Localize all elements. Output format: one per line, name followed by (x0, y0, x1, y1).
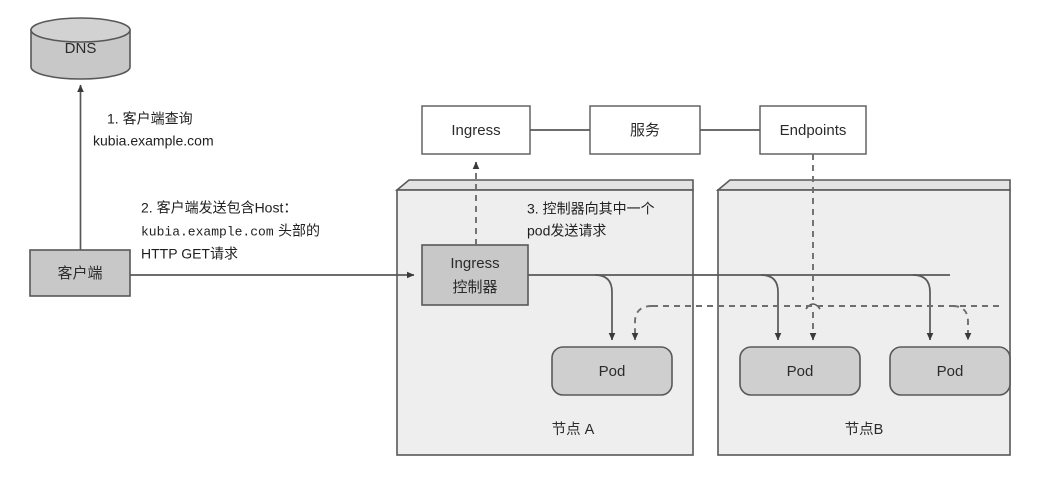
resource-box-ingress: Ingress (421, 105, 531, 155)
pod-label: Pod (937, 363, 964, 380)
annotation-step-3-line-2: pod发送请求 (527, 223, 606, 239)
annotation-step-2-line-3: 头部的 (278, 223, 320, 239)
annotation-step-2-line-2: kubia.example.com (141, 224, 274, 239)
annotation-step-3: 3. 控制器向其中一个 pod发送请求 (527, 201, 655, 239)
pod-label: Pod (599, 363, 626, 380)
arrow-to-pod-node-a (594, 274, 616, 341)
pod-node-b-2: Pod (889, 346, 1011, 396)
resource-label-ingress: Ingress (451, 122, 500, 139)
client-label: 客户端 (57, 265, 102, 282)
annotation-step-1-line-1: 1. 客户端查询 (107, 111, 193, 127)
dns-label: DNS (65, 40, 97, 57)
resource-label-service: 服务 (630, 122, 660, 139)
resource-label-endpoints: Endpoints (780, 122, 847, 139)
ingress-controller-box: Ingress 控制器 (421, 244, 529, 306)
annotation-step-2: 2. 客户端发送包含Host： kubia.example.com 头部的 HT… (141, 200, 320, 262)
node-a-label: 节点 A (552, 421, 595, 438)
node-b-label: 节点B (845, 421, 884, 438)
pod-label: Pod (787, 363, 814, 380)
arrow-to-pod-node-b-1 (760, 274, 782, 341)
annotation-step-3-line-1: 3. 控制器向其中一个 (527, 201, 655, 217)
resource-box-service: 服务 (589, 105, 701, 155)
dashed-arrow-to-pod-node-b-2 (952, 305, 972, 341)
annotation-step-1: 1. 客户端查询 kubia.example.com (93, 111, 214, 149)
node-a-container: 节点 A (394, 179, 694, 456)
annotation-step-2-line-4: HTTP GET请求 (141, 246, 238, 262)
dns-cylinder: DNS (30, 17, 131, 80)
annotation-step-1-line-2: kubia.example.com (93, 133, 214, 149)
arrow-to-pod-node-b-2 (912, 274, 934, 341)
pod-node-b-1: Pod (739, 346, 861, 396)
resource-box-endpoints: Endpoints (759, 105, 867, 155)
node-b-container: 节点B (715, 179, 1011, 456)
annotation-step-2-line-1: 2. 客户端发送包含Host： (141, 200, 297, 216)
dashed-line-hop (805, 303, 821, 310)
ingress-controller-line1: Ingress (450, 255, 499, 272)
dashed-arrow-to-pod-node-a (631, 305, 653, 341)
client-box: 客户端 (29, 249, 131, 297)
ingress-controller-line2: 控制器 (452, 279, 497, 296)
pod-node-a-1: Pod (551, 346, 673, 396)
